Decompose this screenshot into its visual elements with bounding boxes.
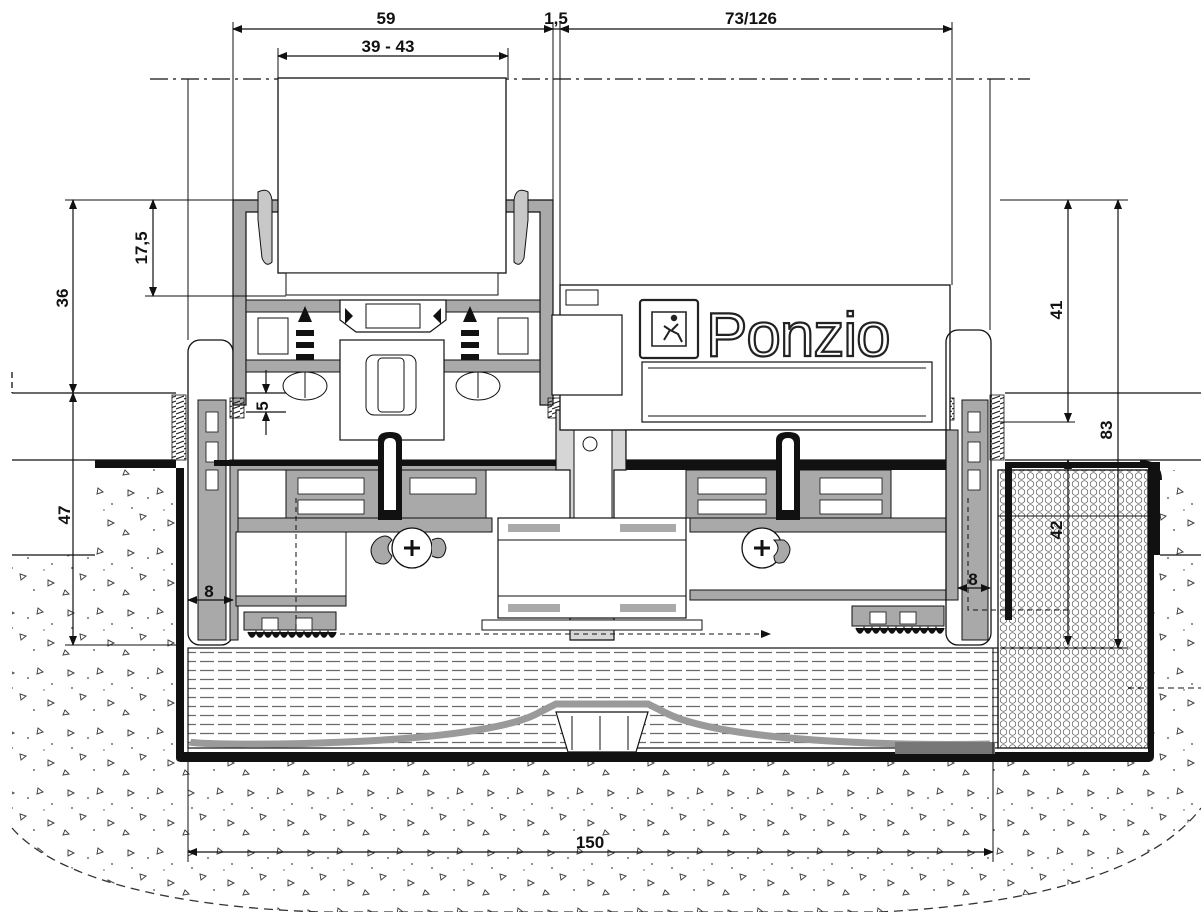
dimension-labels: 59 1,5 73/126 39 - 43 17,5 36 5 47 8 8 4…: [53, 9, 1116, 852]
dim-left-17-5: 17,5: [132, 231, 151, 264]
dim-bottom-150: 150: [576, 833, 604, 852]
floor-lines: [11, 372, 1201, 556]
left-frame: [171, 339, 234, 646]
dim-left-5: 5: [253, 401, 272, 410]
dim-right-83: 83: [1097, 421, 1116, 440]
dim-left-36: 36: [53, 289, 72, 308]
dimension-lines: [69, 25, 1122, 856]
dim-left-47: 47: [55, 506, 74, 525]
dim-left-8: 8: [204, 582, 213, 601]
base-channel: [176, 460, 1162, 762]
dim-right-41: 41: [1047, 301, 1066, 320]
concrete-ground: [11, 468, 1201, 912]
dim-top-39-43: 39 - 43: [362, 37, 415, 56]
left-door-profile: [232, 77, 554, 441]
dim-right-42: 42: [1047, 521, 1066, 540]
dim-right-8: 8: [968, 570, 977, 589]
dim-top-59: 59: [377, 9, 396, 28]
right-door-profile: [551, 284, 1069, 646]
dim-top-1-5: 1,5: [544, 9, 568, 28]
brand-name: Ponzio: [706, 301, 890, 370]
left-slab-edge: [95, 460, 176, 468]
dim-top-73-126: 73/126: [725, 9, 777, 28]
left-track: [214, 432, 557, 641]
central-mullion: [295, 409, 771, 641]
brand-logo: Ponzio: [638, 298, 892, 371]
